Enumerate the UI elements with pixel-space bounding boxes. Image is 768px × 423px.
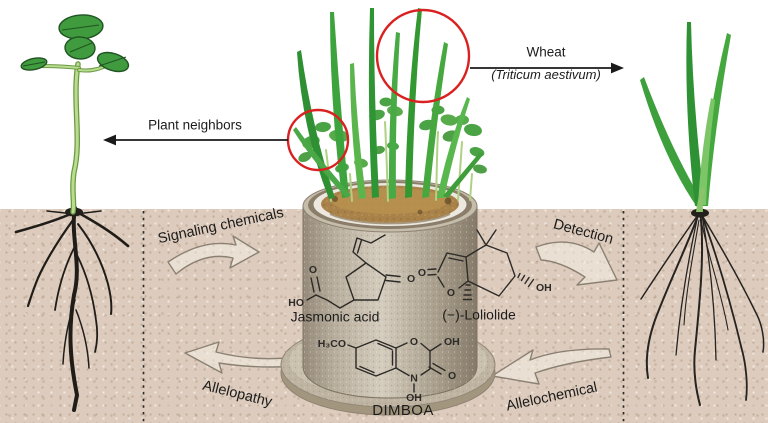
left-plant bbox=[20, 14, 130, 215]
wheat-seedlings bbox=[293, 8, 483, 199]
loliolide-name: (−)-Loliolide bbox=[442, 306, 516, 323]
pot-body bbox=[302, 179, 478, 399]
loliolide-carbonyl-o: O bbox=[418, 267, 426, 279]
dimboa-n: N bbox=[410, 373, 418, 385]
left-plant-roots bbox=[14, 206, 130, 412]
jasmonic-acid-structure: O O HO bbox=[288, 234, 415, 309]
red-circle-wheat bbox=[375, 8, 471, 104]
wheat-label: Wheat bbox=[526, 44, 566, 60]
dimboa-name: DIMBOA bbox=[372, 401, 434, 419]
signaling-curved-arrow bbox=[167, 235, 260, 275]
dimboa-methoxy: H₃CO bbox=[318, 338, 346, 350]
dimboa-structure: O OH O N OH H₃CO bbox=[318, 336, 460, 404]
dimboa-ring-o: O bbox=[410, 336, 418, 348]
jasmonic-acid-name: Jasmonic acid bbox=[290, 308, 380, 325]
wheat-species-label: (Triticum aestivum) bbox=[491, 66, 601, 82]
right-wheat-plant bbox=[640, 22, 731, 212]
jasmonic-acid-ho: HO bbox=[288, 297, 304, 309]
right-wheat-roots bbox=[640, 208, 765, 406]
loliolide-oh: OH bbox=[536, 282, 552, 294]
loliolide-ring-o: O bbox=[447, 287, 455, 299]
allelopathy-curved-arrow bbox=[184, 341, 300, 374]
dimboa-c2-oh: OH bbox=[444, 336, 460, 348]
detection-curved-arrow bbox=[535, 241, 618, 286]
wheat-arrow bbox=[470, 62, 624, 74]
dimboa-c3-o: O bbox=[448, 370, 456, 382]
plant-neighbors-arrow bbox=[103, 134, 288, 146]
plant-neighbors-label: Plant neighbors bbox=[148, 117, 242, 133]
jasmonic-ketone-o: O bbox=[407, 273, 415, 285]
allelochemical-curved-arrow bbox=[491, 348, 612, 385]
jasmonic-acid-o: O bbox=[309, 264, 317, 276]
dimboa-n-oh: OH bbox=[406, 392, 422, 404]
loliolide-structure: O O OH bbox=[418, 229, 552, 301]
